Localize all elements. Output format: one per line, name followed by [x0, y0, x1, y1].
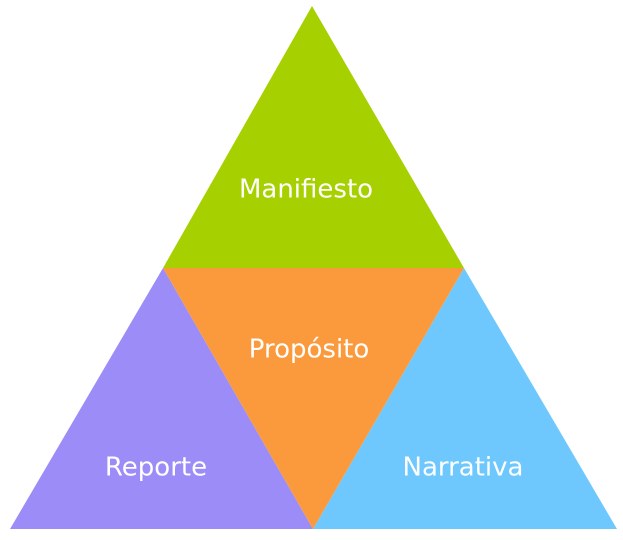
manifiesto-label: Manifiesto [239, 175, 373, 205]
proposito-triangle [163, 268, 464, 529]
proposito-label: Propósito [249, 335, 370, 365]
narrativa-label: Narrativa [403, 453, 524, 483]
narrativa-triangle [313, 268, 617, 529]
reporte-triangle [10, 268, 313, 529]
manifiesto-triangle [163, 6, 464, 268]
reporte-label: Reporte [105, 453, 207, 483]
